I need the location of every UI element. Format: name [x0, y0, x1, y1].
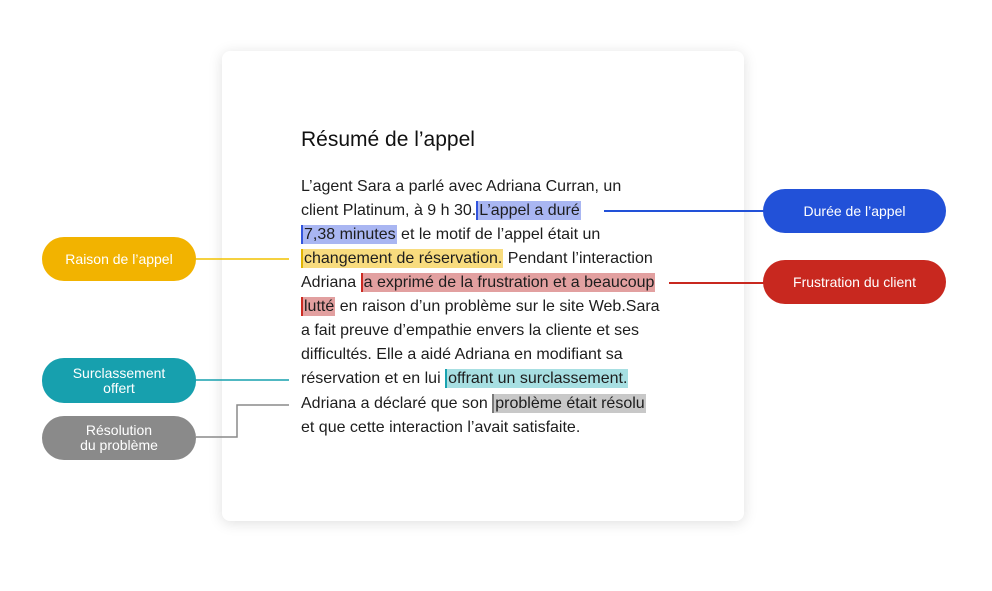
text-segment: Adriana a déclaré que son [301, 395, 493, 412]
text-segment: a fait preuve d’empathie envers la clien… [301, 322, 639, 339]
summary-line-3: 7,38 minutes et le motif de l’appel étai… [301, 223, 600, 247]
text-segment: et le motif de l’appel était un [396, 226, 601, 243]
label-text: Frustration du client [793, 273, 916, 290]
highlight-duree: L’appel a duré [476, 201, 581, 220]
label-surclassement-offert: Surclassement offert [42, 358, 196, 403]
text-segment: L’agent Sara a parlé avec Adriana Curran… [301, 178, 622, 195]
summary-line-8: difficultés. Elle a aidé Adriana en modi… [301, 343, 623, 367]
highlight-frustration: a exprimé de la frustration et a beaucou… [360, 273, 656, 292]
summary-line-1: L’agent Sara a parlé avec Adriana Curran… [301, 175, 621, 199]
text-segment: Pendant l’interaction [503, 250, 653, 267]
text-segment: réservation et en lui [301, 370, 446, 387]
summary-line-7: a fait preuve d’empathie envers la clien… [301, 319, 639, 343]
label-text: Résolution [85, 422, 153, 438]
label-raison-appel: Raison de l’appel [42, 237, 196, 281]
text-segment: en raison d’un problème sur le site Web.… [335, 298, 660, 315]
text-segment: difficultés. Elle a aidé Adriana en modi… [301, 346, 623, 363]
label-text: Durée de l’appel [803, 202, 906, 219]
connector-resolution [196, 404, 289, 438]
highlight-frustration: lutté [301, 297, 336, 316]
label-text: Raison de l’appel [65, 250, 173, 267]
text-segment: client Platinum, à 9 h 30. [301, 202, 477, 219]
highlight-duree: 7,38 minutes [301, 225, 397, 244]
highlight-resolution: problème était résolu [492, 394, 646, 413]
label-text: du problème [80, 437, 158, 453]
label-text: Surclassement [72, 364, 166, 381]
text-segment: Adriana [301, 274, 361, 291]
highlight-raison: changement de réservation. [301, 249, 504, 268]
summary-line-4: changement de réservation. Pendant l’int… [301, 247, 653, 271]
label-resolution-probleme: Résolution du problème [42, 416, 196, 460]
label-frustration-client: Frustration du client [763, 260, 946, 304]
summary-line-5: Adriana a exprimé de la frustration et a… [301, 271, 656, 295]
label-duree-appel: Durée de l’appel [763, 189, 946, 233]
summary-line-11: et que cette interaction l’avait satisfa… [301, 416, 580, 440]
summary-line-6: lutté en raison d’un problème sur le sit… [301, 295, 660, 319]
summary-line-2: client Platinum, à 9 h 30.L’appel a duré [301, 199, 581, 223]
summary-line-9: réservation et en lui offrant un surclas… [301, 367, 629, 391]
text-segment: et que cette interaction l’avait satisfa… [301, 419, 581, 436]
highlight-surclassement: offrant un surclassement. [445, 369, 629, 388]
summary-title: Résumé de l’appel [301, 128, 475, 151]
label-text: offert [103, 379, 135, 396]
summary-line-10: Adriana a déclaré que son problème était… [301, 392, 646, 416]
